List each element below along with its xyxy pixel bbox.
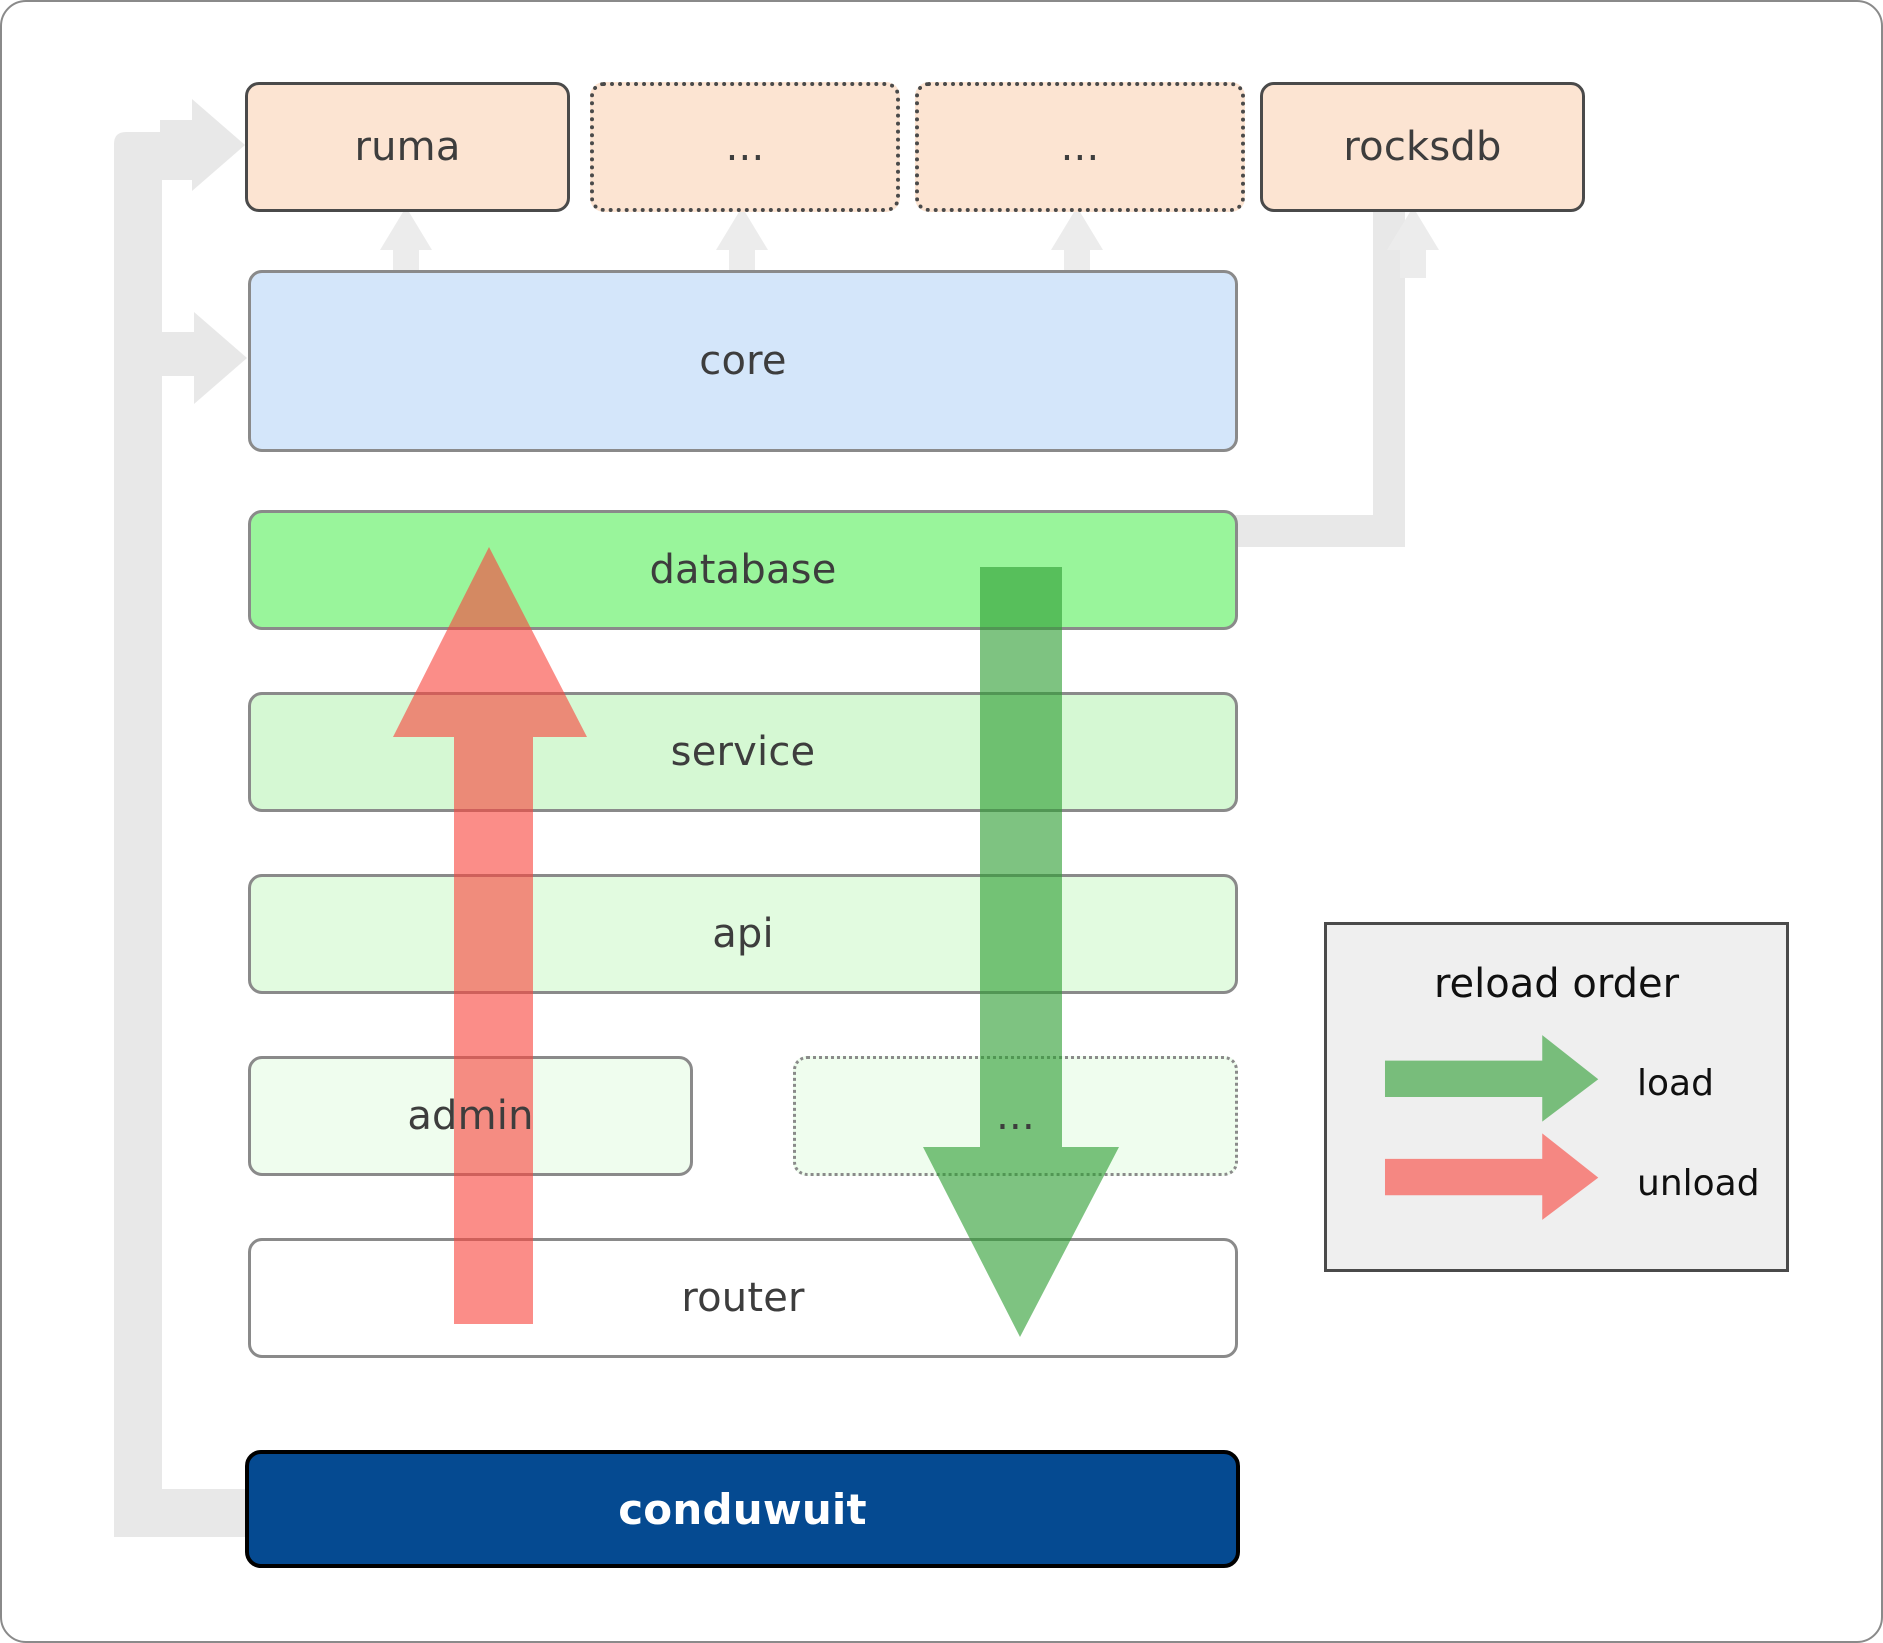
core-arrow-ruma [380, 207, 432, 278]
core-dependency-arrows [380, 207, 1439, 278]
layer-box-admin[interactable]: admin [248, 1056, 693, 1176]
layer-box-api[interactable]: api [248, 874, 1238, 994]
core-arrow-rocksdb [1387, 207, 1439, 278]
core-arrow-dep2 [716, 207, 768, 278]
application-box-conduwuit[interactable]: conduwuit [245, 1450, 1240, 1568]
dependency-box-2[interactable]: ... [590, 82, 900, 212]
legend-unload-arrow [1384, 1133, 1599, 1220]
legend-load-arrow [1384, 1035, 1599, 1122]
dependency-label-rocksdb: rocksdb [1343, 124, 1502, 170]
layer-label-admin: admin [407, 1093, 534, 1139]
layer-label-database: database [649, 547, 837, 593]
application-label: conduwuit [618, 1484, 867, 1534]
core-label: core [699, 338, 787, 384]
dependency-box-ruma[interactable]: ruma [245, 82, 570, 212]
legend-label-load: load [1637, 1063, 1714, 1104]
layer-box-router[interactable]: router [248, 1238, 1238, 1358]
connector-arrow-ruma [192, 99, 245, 191]
connector-database-rocksdb [1234, 192, 1405, 547]
dependency-box-rocksdb[interactable]: rocksdb [1260, 82, 1585, 212]
legend-arrow-graphics [1384, 1035, 1599, 1220]
layer-box-service[interactable]: service [248, 692, 1238, 812]
layer-box-database[interactable]: database [248, 510, 1238, 630]
core-box[interactable]: core [248, 270, 1238, 452]
layer-label-api: api [712, 911, 774, 957]
layer-label-service: service [670, 729, 816, 775]
dependency-label-2: ... [725, 124, 765, 170]
layer-label-dots: ... [996, 1093, 1035, 1139]
layer-box-dots[interactable]: ... [793, 1056, 1238, 1176]
layer-label-router: router [681, 1275, 805, 1321]
connector-trunk-left [114, 132, 247, 1537]
connector-arrow-core [194, 312, 247, 404]
dependency-label-3: ... [1060, 124, 1100, 170]
legend-label-unload: unload [1637, 1163, 1760, 1204]
dependency-box-3[interactable]: ... [915, 82, 1245, 212]
core-arrow-dep3 [1051, 207, 1103, 278]
legend-title: reload order [1433, 961, 1680, 1007]
connector-branch-core [160, 332, 212, 376]
dependency-label-ruma: ruma [354, 124, 461, 170]
legend-panel: reload order load unload [1324, 922, 1789, 1272]
